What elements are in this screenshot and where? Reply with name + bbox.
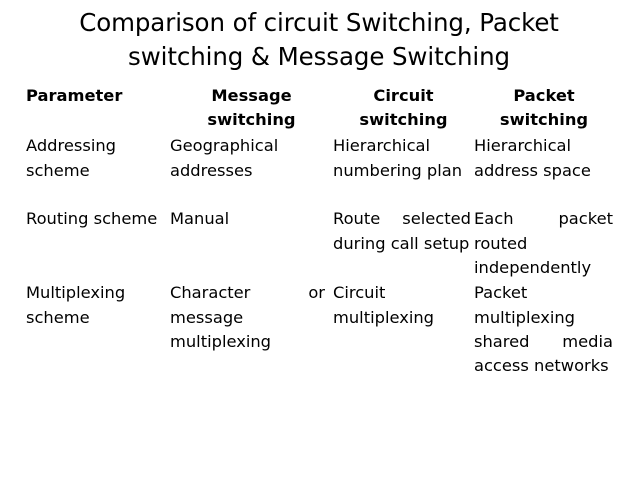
table-header-row: Parameter Message switching Circuit swit… bbox=[26, 84, 614, 134]
cell-text: Hierarchical address space bbox=[474, 136, 591, 180]
cell-circuit-switching: Hierarchical numbering plan bbox=[333, 134, 474, 207]
cell-parameter: Addressing scheme bbox=[26, 134, 170, 207]
cell-message-switching: Geographical addresses bbox=[170, 134, 333, 207]
page-title-line-1: Comparison of circuit Switching, Packet bbox=[79, 8, 559, 37]
cell-text: Route selected during call setup bbox=[333, 209, 471, 253]
column-header-message-switching: Message switching bbox=[207, 86, 296, 130]
cell-text: Multiplexing scheme bbox=[26, 283, 126, 327]
page-title: Comparison of circuit Switching, Packet … bbox=[50, 6, 588, 74]
cell-message-switching: Manual bbox=[170, 207, 333, 281]
cell-parameter: Routing scheme bbox=[26, 207, 170, 281]
table-row: Routing scheme Manual Route selected dur… bbox=[26, 207, 614, 281]
cell-packet-switching: Hierarchical address space bbox=[474, 134, 614, 207]
table-row: Multiplexing scheme Character or message… bbox=[26, 281, 614, 406]
table-row: Addressing scheme Geographical addresses… bbox=[26, 134, 614, 207]
cell-text: Circuit multiplexing bbox=[333, 283, 435, 327]
column-header-circuit-switching: Circuit switching bbox=[359, 86, 448, 130]
cell-text: Routing scheme bbox=[26, 209, 158, 229]
cell-text: Geographical addresses bbox=[170, 136, 279, 180]
cell-text: Character or message multiplexing bbox=[170, 283, 325, 351]
cell-circuit-switching: Route selected during call setup bbox=[333, 207, 474, 281]
table-header: Parameter Message switching Circuit swit… bbox=[26, 84, 614, 134]
cell-message-switching: Character or message multiplexing bbox=[170, 281, 333, 406]
cell-text: Packet multiplexing shared media access … bbox=[474, 283, 613, 376]
cell-text: Addressing scheme bbox=[26, 136, 117, 180]
cell-circuit-switching: Circuit multiplexing bbox=[333, 281, 474, 406]
cell-text: Hierarchical numbering plan bbox=[333, 136, 463, 180]
column-header-packet-switching: Packet switching bbox=[499, 86, 589, 130]
table-body: Addressing scheme Geographical addresses… bbox=[26, 134, 614, 406]
cell-text: Manual bbox=[170, 209, 230, 229]
page-title-line-2: switching & Message Switching bbox=[128, 42, 510, 71]
cell-packet-switching: Each packet routed independently bbox=[474, 207, 614, 281]
column-header-parameter: Parameter bbox=[26, 86, 123, 105]
cell-text: Each packet routed independently bbox=[474, 209, 613, 277]
comparison-table: Parameter Message switching Circuit swit… bbox=[26, 84, 614, 406]
cell-parameter: Multiplexing scheme bbox=[26, 281, 170, 406]
cell-packet-switching: Packet multiplexing shared media access … bbox=[474, 281, 614, 406]
